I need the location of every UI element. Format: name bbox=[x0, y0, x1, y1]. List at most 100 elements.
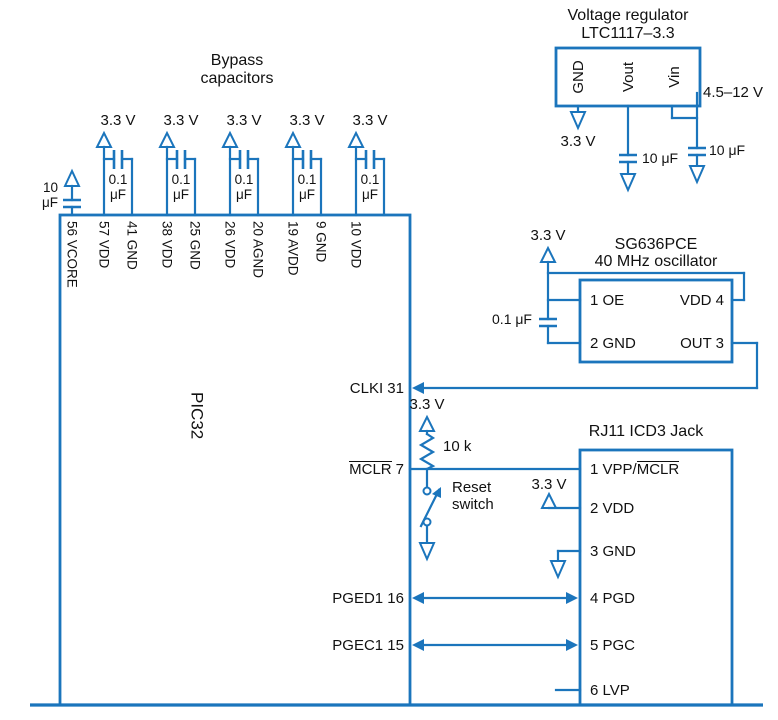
cap-value: 0.1 bbox=[171, 172, 191, 187]
oscillator-supply-label: 3.3 V bbox=[530, 227, 566, 244]
cap-value: 0.1 bbox=[360, 172, 380, 187]
bypass-cap-4 bbox=[284, 130, 323, 217]
power-arrow-icon bbox=[63, 168, 81, 187]
regulator-output-label: 3.3 V bbox=[560, 133, 596, 150]
pin-label-57-vdd: 57 VDD bbox=[96, 221, 112, 269]
cap-value: 0.1 bbox=[108, 172, 128, 187]
ground-arrow-icon bbox=[619, 173, 637, 193]
regulator-title-line2: LTC1117–3.3 bbox=[581, 25, 675, 42]
rj11-jack bbox=[540, 448, 734, 707]
supply-label: 3.3 V bbox=[226, 112, 262, 129]
jack-pin5-label: 5 PGC bbox=[590, 637, 636, 654]
power-arrow-icon bbox=[540, 491, 558, 509]
cap-value: μF bbox=[109, 187, 127, 202]
power-arrow-icon bbox=[158, 130, 176, 148]
pin-label-26-vdd: 26 VDD bbox=[222, 221, 238, 269]
power-arrow-icon bbox=[95, 130, 113, 148]
jack-pin1-prefix: 1 VPP/ bbox=[590, 461, 637, 478]
reset-switch-icon bbox=[418, 467, 441, 562]
arrowhead-icon bbox=[566, 639, 578, 651]
bypass-cap-2 bbox=[158, 130, 197, 217]
bypass-cap-1 bbox=[95, 130, 134, 217]
pin-label-10-vdd: 10 VDD bbox=[348, 221, 364, 269]
supply-label: 3.3 V bbox=[163, 112, 199, 129]
ground-arrow-icon bbox=[418, 542, 436, 562]
pin-label-pged: PGED1 16 bbox=[332, 590, 404, 607]
jack-pin2-label: 2 VDD bbox=[590, 500, 635, 517]
regulator-pin-vin: Vin bbox=[666, 66, 683, 88]
arrowhead-icon bbox=[412, 382, 424, 394]
bypass-title-line1: Bypass bbox=[210, 52, 264, 69]
ground-arrow-icon bbox=[549, 560, 567, 580]
oscillator-title-line2: 40 MHz oscillator bbox=[594, 253, 718, 270]
bypass-cap-5 bbox=[347, 130, 386, 217]
regulator-pin-vout: Vout bbox=[620, 61, 637, 93]
power-arrow-icon bbox=[539, 245, 557, 263]
resistor-icon bbox=[418, 432, 436, 471]
jack-pin1-mclr-overline: MCLR bbox=[636, 461, 680, 478]
oscillator-cap-value: 0.1 μF bbox=[492, 311, 532, 327]
power-arrow-icon bbox=[418, 414, 436, 432]
pin-label-19-avdd: 19 AVDD bbox=[285, 221, 301, 276]
bypass-title-line2: capacitors bbox=[200, 70, 274, 87]
pin-label-20-agnd: 20 AGND bbox=[250, 221, 266, 279]
jack-pin3-label: 3 GND bbox=[590, 543, 636, 560]
oscillator-pin-gnd: 2 GND bbox=[590, 335, 636, 352]
cap-value: μF bbox=[172, 187, 190, 202]
jack-supply-label: 3.3 V bbox=[531, 476, 567, 493]
arrowhead-icon bbox=[412, 639, 424, 651]
power-arrow-icon bbox=[221, 130, 239, 148]
mclr-pin-number: 7 bbox=[395, 461, 404, 478]
ground-arrow-icon bbox=[569, 111, 587, 131]
vcore-capacitor bbox=[63, 168, 81, 217]
pin-label-pgec: PGEC1 15 bbox=[332, 637, 404, 654]
cap-value: 0.1 bbox=[234, 172, 254, 187]
regulator-input-label: 4.5–12 V bbox=[703, 84, 764, 101]
mclr-overline: MCLR bbox=[349, 461, 392, 478]
supply-label: 3.3 V bbox=[289, 112, 325, 129]
oscillator bbox=[412, 245, 759, 394]
pin-label-clki: CLKI 31 bbox=[349, 380, 404, 397]
supply-label: 3.3 V bbox=[352, 112, 388, 129]
chip-name: PIC32 bbox=[187, 392, 207, 440]
pic32-outline bbox=[30, 213, 763, 707]
pgd-line bbox=[412, 592, 578, 604]
power-arrow-icon bbox=[347, 130, 365, 148]
cap-value: μF bbox=[298, 187, 316, 202]
pin-label-25-gnd: 25 GND bbox=[187, 221, 203, 270]
arrowhead-icon bbox=[566, 592, 578, 604]
oscillator-pin-out: OUT 3 bbox=[680, 335, 724, 352]
voltage-regulator bbox=[554, 46, 706, 193]
regulator-cap-out-value: 10 μF bbox=[642, 150, 679, 166]
mclr-network bbox=[408, 414, 582, 562]
vcore-cap-value: 10 bbox=[42, 180, 58, 195]
regulator-pin-gnd: GND bbox=[570, 60, 587, 94]
mclr-supply-label: 3.3 V bbox=[409, 396, 445, 413]
jack-pin4-label: 4 PGD bbox=[590, 590, 636, 607]
oscillator-title-line1: SG636PCE bbox=[614, 236, 698, 253]
ground-arrow-icon bbox=[688, 165, 706, 185]
jack-pin6-label: 6 LVP bbox=[590, 682, 630, 699]
pin-label-9-gnd: 9 GND bbox=[313, 221, 329, 263]
power-arrow-icon bbox=[284, 130, 302, 148]
cap-value: 0.1 bbox=[297, 172, 317, 187]
pin-label-56-vcore: 56 VCORE bbox=[64, 221, 80, 288]
cap-value: μF bbox=[361, 187, 379, 202]
regulator-title-line1: Voltage regulator bbox=[567, 7, 689, 24]
arrowhead-icon bbox=[412, 592, 424, 604]
jack-title: RJ11 ICD3 Jack bbox=[588, 423, 704, 440]
regulator-cap-in-value: 10 μF bbox=[709, 142, 746, 158]
oscillator-pin-vdd: VDD 4 bbox=[679, 292, 724, 309]
supply-label: 3.3 V bbox=[100, 112, 136, 129]
pgc-line bbox=[412, 639, 578, 651]
pin-label-38-vdd: 38 VDD bbox=[159, 221, 175, 269]
reset-switch-label-line2: switch bbox=[452, 496, 494, 513]
bypass-cap-3 bbox=[221, 130, 260, 217]
cap-value: μF bbox=[235, 187, 253, 202]
oscillator-pin-oe: 1 OE bbox=[590, 292, 625, 309]
jack-pin1-label: 1 VPP/MCLR bbox=[590, 461, 680, 478]
reset-switch-label-line1: Reset bbox=[452, 479, 492, 496]
vcore-cap-value: μF bbox=[41, 195, 58, 210]
